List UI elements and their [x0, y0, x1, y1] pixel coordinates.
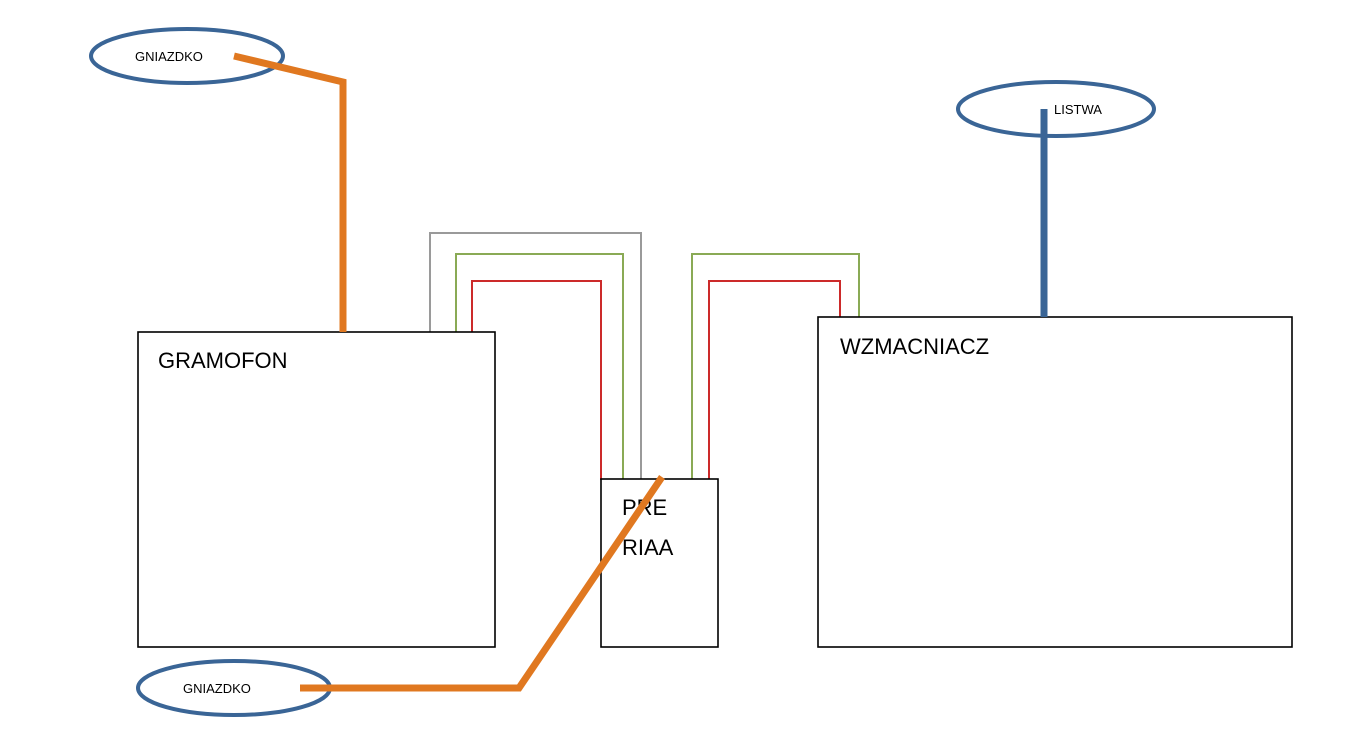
amplifier-label: WZMACNIACZ [840, 334, 989, 359]
outlet-bottom-left-label: GNIAZDKO [183, 681, 251, 696]
preamp-power-cable [300, 475, 665, 692]
turntable-box [137, 331, 496, 648]
preamp-label-line2: RIAA [622, 535, 674, 560]
turntable-label: GRAMOFON [158, 348, 288, 373]
power-strip-label: LISTWA [1054, 102, 1102, 117]
turntable-to-preamp-red-wire [471, 280, 602, 480]
turntable-power-cable [233, 52, 347, 332]
outlet-top-left-label: GNIAZDKO [135, 49, 203, 64]
preamp-to-amplifier-red-wire [708, 280, 841, 480]
preamp-to-amplifier-green-wire [691, 253, 860, 480]
outlet-top-left [89, 27, 285, 85]
amplifier-box [817, 316, 1293, 648]
turntable-to-preamp-green-wire [455, 253, 624, 480]
turntable-to-preamp-gray-wire [429, 232, 642, 480]
preamp-box [600, 478, 719, 648]
power-strip-ellipse [956, 80, 1156, 138]
